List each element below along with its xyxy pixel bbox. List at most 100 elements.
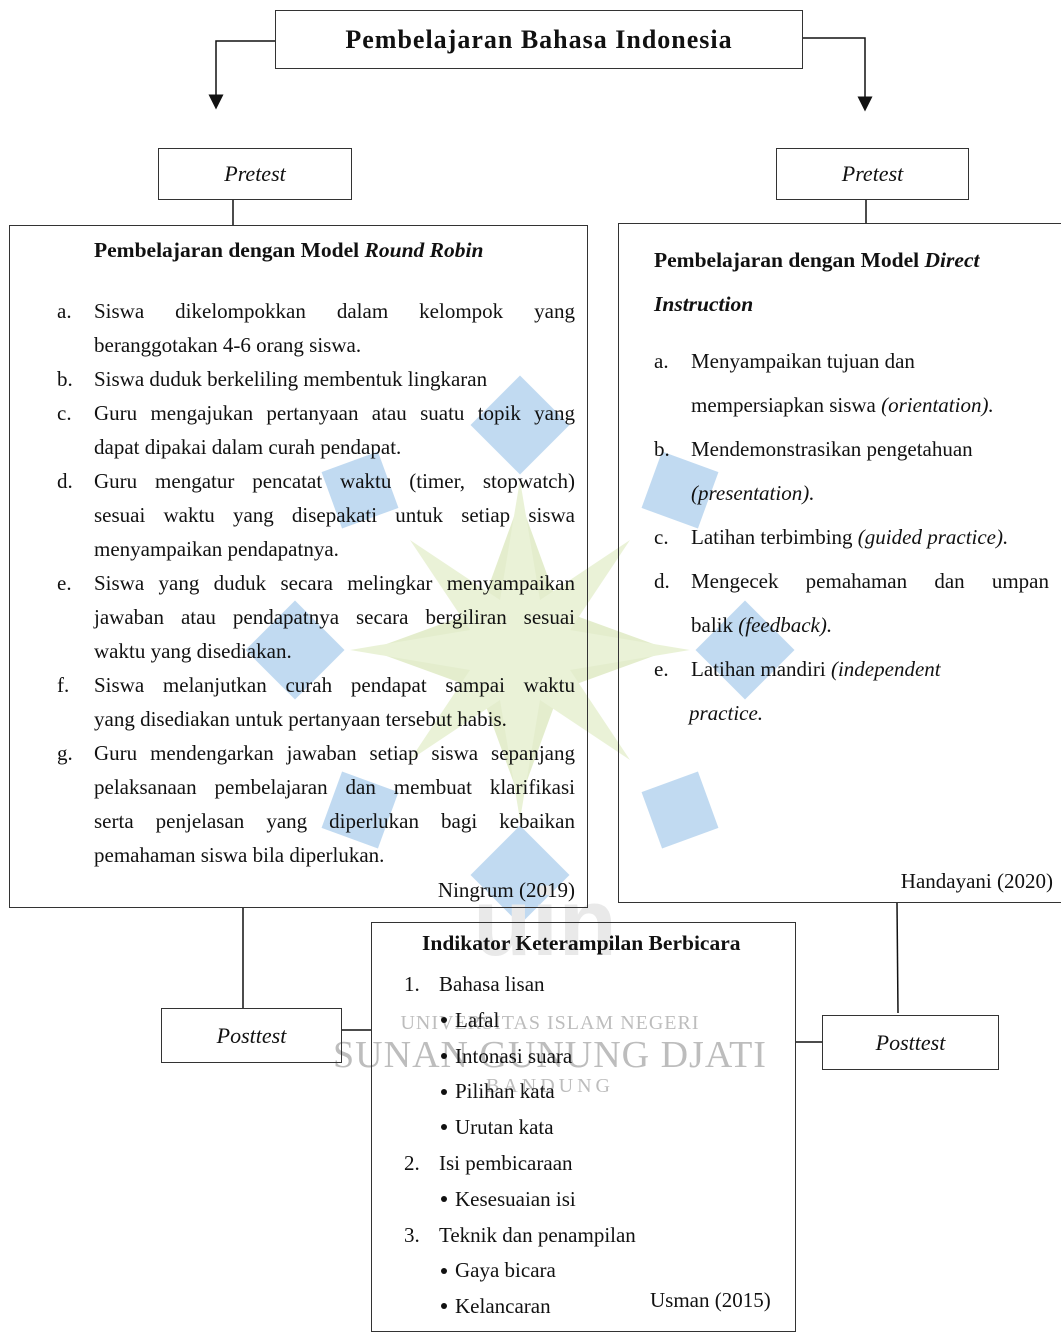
title-to-left-arrow	[208, 40, 275, 110]
step-line: menyampaikan pendapatnya.	[94, 537, 339, 561]
indicator-citation: Usman (2015)	[650, 1288, 771, 1312]
step-line: Siswa dikelompokkan dalam kelompok yang	[94, 299, 575, 323]
step-line: Menyampaikan tujuan dan	[691, 349, 915, 373]
round-robin-heading: Pembelajaran dengan Model Round Robin	[94, 238, 484, 262]
round-robin-step: d. Guru mengatur pencatat waktu (timer, s…	[57, 464, 575, 566]
step-line: Guru mendengarkan jawaban setiap siswa s…	[94, 741, 575, 765]
group-number: 1.	[404, 972, 420, 996]
direct-instruction-heading: Pembelajaran dengan Model Direct Instruc…	[654, 248, 980, 316]
round-robin-box: Pembelajaran dengan Model Round Robin a.…	[9, 225, 588, 908]
indicator-group: 3. Teknik dan penampilan	[404, 1218, 784, 1254]
step-line: Guru mengajukan pertanyaan atau suatu to…	[94, 401, 575, 425]
left-pretest-box: Pretest	[158, 148, 352, 200]
step-label: c.	[57, 401, 72, 425]
round-robin-steps: a. Siswa dikelompokkan dalam kelompok yan…	[57, 294, 575, 872]
direct-instruction-step: e. Latihan mandiri (independent practice.	[654, 647, 1049, 735]
group-title: Isi pembicaraan	[439, 1150, 573, 1175]
step-line: Latihan terbimbing (guided practice).	[691, 525, 1009, 549]
bullet-icon	[441, 1303, 447, 1310]
bullet-icon	[441, 1195, 447, 1202]
step-line: Siswa yang duduk secara melingkar menyam…	[94, 571, 575, 595]
group-title: Bahasa lisan	[439, 972, 545, 996]
step-line: pelaksanaan pembelajaran dan membuat kla…	[94, 775, 575, 799]
right-pretest-label: Pretest	[841, 161, 904, 186]
bullet-icon	[441, 1052, 447, 1059]
right-box-to-posttest	[896, 902, 899, 1014]
bullet-icon	[441, 1124, 447, 1131]
round-robin-model-name: Round Robin	[364, 238, 484, 262]
direct-instruction-box: Pembelajaran dengan Model Direct Instruc…	[618, 223, 1061, 903]
indicator-bullet: Lafal	[404, 1003, 784, 1039]
direct-instruction-step: c. Latihan terbimbing (guided practice).	[654, 515, 1049, 559]
right-posttest-box: Posttest	[822, 1015, 999, 1070]
round-robin-step: g. Guru mendengarkan jawaban setiap siswa…	[57, 736, 575, 872]
step-line: serta penjelasan yang diperlukan bagi ke…	[94, 809, 575, 833]
step-line: (presentation).	[691, 481, 815, 505]
direct-instruction-citation: Handayani (2020)	[900, 869, 1053, 893]
step-label: a.	[654, 349, 669, 373]
indicator-heading: Indikator Keterampilan Berbicara	[422, 931, 741, 955]
direct-instruction-steps: a. Menyampaikan tujuan dan mempersiapkan s…	[654, 339, 1049, 735]
indicator-bullet: Intonasi suara	[404, 1039, 784, 1075]
round-robin-step: b. Siswa duduk berkeliling membentuk ling…	[57, 362, 575, 396]
indicator-bullet: Kesesuaian isi	[404, 1182, 784, 1218]
page-title: Pembelajaran Bahasa Indonesia	[345, 24, 733, 54]
step-label: c.	[654, 525, 669, 549]
title-box: Pembelajaran Bahasa Indonesia	[275, 10, 803, 69]
round-robin-step: f. Siswa melanjutkan curah pendapat sampa…	[57, 668, 575, 736]
indicator-bullet: Pilihan kata	[404, 1074, 784, 1110]
step-line: Guru mengatur pencatat waktu (timer, sto…	[94, 469, 575, 493]
title-to-right-arrow	[802, 37, 873, 112]
right-pretest-box: Pretest	[776, 148, 969, 200]
step-line: Siswa melanjutkan curah pendapat sampai …	[94, 673, 575, 697]
indicator-group: 2. Isi pembicaraan	[404, 1146, 784, 1182]
direct-instruction-step: a. Menyampaikan tujuan dan mempersiapkan s…	[654, 339, 1049, 427]
left-posttest-box: Posttest	[161, 1008, 342, 1063]
step-line: sesuai waktu yang disepakati untuk setia…	[94, 503, 575, 527]
direct-instruction-step: d. Mengecek pemahaman dan umpan balik (fee…	[654, 559, 1049, 647]
step-label: d.	[57, 469, 73, 493]
indicator-bullet: Kelancaran	[404, 1289, 784, 1325]
round-robin-step: c. Guru mengajukan pertanyaan atau suatu …	[57, 396, 575, 464]
bullet-icon	[441, 1267, 447, 1274]
step-line: pemahaman siswa bila diperlukan.	[94, 843, 385, 867]
group-number: 2.	[404, 1150, 420, 1175]
left-posttest-label: Posttest	[216, 1022, 287, 1048]
group-number: 3.	[404, 1222, 420, 1247]
left-pretest-label: Pretest	[224, 161, 286, 186]
direct-instruction-step: b. Mendemonstrasikan pengetahuan (presenta…	[654, 427, 1049, 515]
bullet-icon	[441, 1016, 447, 1023]
step-label: d.	[654, 569, 670, 593]
group-title: Teknik dan penampilan	[439, 1222, 636, 1247]
step-label: g.	[57, 741, 73, 765]
step-line: dapat dipakai dalam curah pendapat.	[94, 435, 402, 459]
step-line: beranggotakan 4-6 orang siswa.	[94, 333, 362, 357]
step-line: Latihan mandiri (independent	[691, 657, 941, 681]
step-line: practice.	[689, 701, 764, 725]
step-label: a.	[57, 299, 72, 323]
bullet-icon	[441, 1088, 447, 1095]
round-robin-citation: Ningrum (2019)	[437, 878, 575, 902]
step-line: balik (feedback).	[691, 613, 833, 637]
step-label: f.	[57, 673, 70, 697]
indicator-group: 1. Bahasa lisan	[404, 967, 784, 1003]
indicator-bullet: Urutan kata	[404, 1110, 784, 1146]
step-label: b.	[57, 367, 73, 391]
step-label: e.	[57, 571, 72, 595]
step-line: mempersiapkan siswa (orientation).	[691, 393, 994, 417]
step-line: yang disediakan untuk pertanyaan tersebu…	[94, 707, 507, 731]
indicator-box: Indikator Keterampilan Berbicara 1. Bahas…	[371, 922, 796, 1332]
round-robin-step: e. Siswa yang duduk secara melingkar meny…	[57, 566, 575, 668]
step-line: Siswa duduk berkeliling membentuk lingka…	[94, 367, 488, 391]
round-robin-step: a. Siswa dikelompokkan dalam kelompok yan…	[57, 294, 575, 362]
step-label: b.	[654, 437, 670, 461]
step-line: jawaban atau pendapatnya secara bergilir…	[94, 605, 575, 629]
step-line: waktu yang disediakan.	[94, 639, 292, 663]
right-posttest-label: Posttest	[875, 1029, 946, 1055]
step-label: e.	[654, 657, 669, 681]
step-line: Mendemonstrasikan pengetahuan	[691, 437, 973, 461]
step-line: Mengecek pemahaman dan umpan	[691, 569, 1049, 593]
indicator-bullet: Gaya bicara	[404, 1253, 784, 1289]
